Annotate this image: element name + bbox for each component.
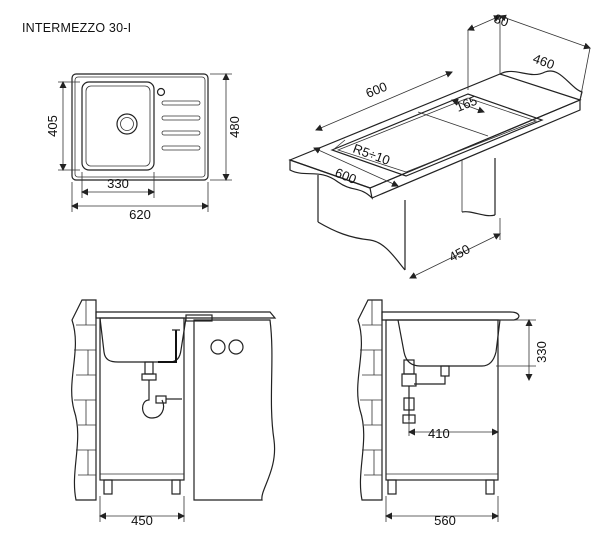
tap-hole-icon xyxy=(156,87,166,97)
worktop-front-thickness xyxy=(289,159,373,200)
top-view: 405 480 330 620 xyxy=(45,73,242,222)
dim-620: 620 xyxy=(129,207,151,222)
drain-inner-icon xyxy=(120,117,134,131)
sink-outer-outline xyxy=(71,73,209,181)
dim-330-side: 330 xyxy=(534,341,549,363)
dim-460: 460 xyxy=(531,51,557,73)
cabinet-iso xyxy=(317,158,496,271)
side-foot-right xyxy=(485,479,495,495)
isometric-view: 80 460 600 165 R5÷10 600 450 xyxy=(288,11,591,279)
dim-330: 330 xyxy=(107,176,129,191)
brick-wall-left xyxy=(71,299,97,501)
side-worktop xyxy=(381,311,520,321)
dim-405: 405 xyxy=(45,115,60,137)
siphon-icon xyxy=(141,329,182,419)
sink-bowl-inner xyxy=(85,85,151,167)
sink-inner-rim xyxy=(74,76,206,178)
dim-600-front: 600 xyxy=(333,165,359,187)
product-title: INTERMEZZO 30-I xyxy=(22,21,131,35)
front-appliance-panel xyxy=(193,319,276,501)
side-sink-bowl xyxy=(397,319,501,367)
drainer-grooves xyxy=(161,100,201,151)
worktop-back-edge xyxy=(499,70,583,101)
front-cabinet xyxy=(99,317,185,481)
side-foot-left xyxy=(387,479,397,495)
front-sink-bowl xyxy=(99,317,187,363)
dim-450-iso: 450 xyxy=(446,241,472,264)
dim-600-top: 600 xyxy=(364,79,390,101)
brick-wall-right xyxy=(357,299,383,501)
sink-cutout xyxy=(330,93,544,177)
front-foot-left xyxy=(103,479,113,495)
worktop-side-thickness xyxy=(369,99,581,199)
sink-bowl xyxy=(81,81,155,171)
knob-left-icon xyxy=(210,339,226,355)
knob-right-icon xyxy=(228,339,244,355)
dim-80: 80 xyxy=(492,11,511,30)
drainer-divider xyxy=(417,111,489,137)
dim-450-front: 450 xyxy=(131,513,153,528)
side-view: 330 410 560 xyxy=(357,299,549,528)
front-view: 450 xyxy=(71,299,277,528)
front-worktop xyxy=(95,311,277,319)
drain-icon xyxy=(116,113,138,135)
side-siphon-icon xyxy=(401,359,450,424)
dim-560: 560 xyxy=(434,513,456,528)
side-cabinet xyxy=(385,319,499,481)
dim-410: 410 xyxy=(428,426,450,441)
front-foot-right xyxy=(171,479,181,495)
front-drainer xyxy=(185,314,213,322)
dim-480: 480 xyxy=(227,116,242,138)
